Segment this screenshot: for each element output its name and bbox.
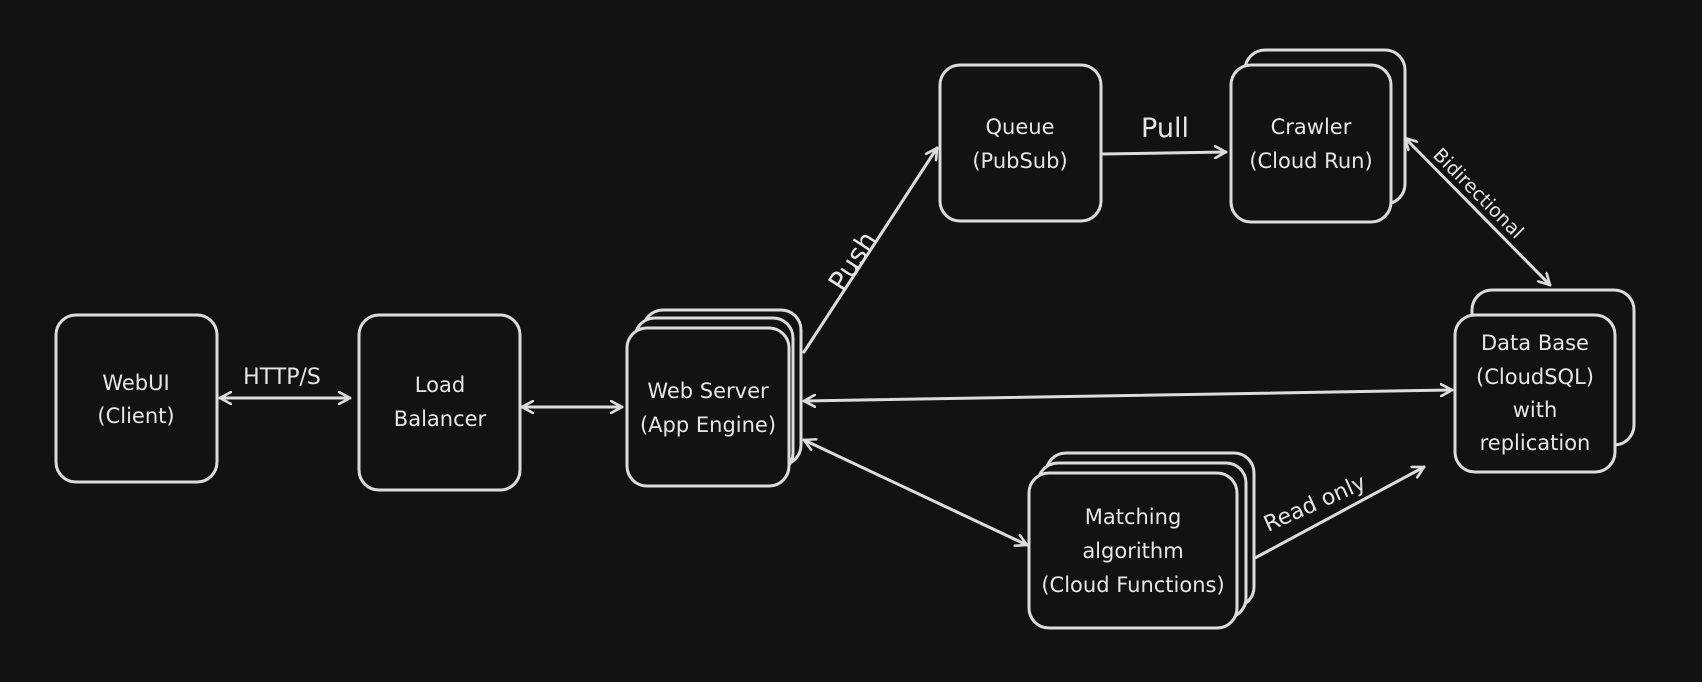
node-queue: Queue (PubSub): [938, 63, 1103, 223]
edge-matching-database: Read only: [1253, 465, 1426, 560]
edge-webserver-database: [802, 390, 1454, 401]
node-database-line-1: Data Base: [1481, 331, 1589, 355]
node-load-balancer: Load Balancer: [357, 313, 522, 492]
node-database-line-4: replication: [1480, 431, 1591, 455]
node-matching-line-1: Matching: [1085, 505, 1182, 529]
node-webui-line-1: WebUI: [102, 371, 169, 395]
edge-label-pull: Pull: [1141, 113, 1189, 144]
node-database-line-3: with: [1513, 398, 1558, 422]
node-load-balancer-line-1: Load: [415, 373, 465, 397]
node-queue-line-1: Queue: [986, 115, 1055, 139]
edge-webserver-matching: [802, 440, 1029, 545]
edge-queue-crawler: Pull: [1100, 113, 1228, 154]
edge-label-http: HTTP/S: [243, 365, 321, 390]
node-load-balancer-line-2: Balancer: [394, 407, 487, 431]
node-web-server-line-1: Web Server: [647, 379, 769, 403]
edge-webui-loadbalancer: HTTP/S: [218, 365, 352, 398]
edge-webserver-queue: Push: [802, 146, 939, 354]
node-web-server-line-2: (App Engine): [640, 413, 776, 437]
edge-crawler-database: Bidirectional: [1403, 136, 1552, 287]
edge-label-push: Push: [823, 226, 884, 297]
node-database-line-2: (CloudSQL): [1476, 365, 1594, 389]
node-crawler-line-2: (Cloud Run): [1249, 149, 1372, 173]
node-database: Data Base (CloudSQL) with replication: [1453, 288, 1636, 474]
node-queue-line-2: (PubSub): [972, 149, 1067, 173]
node-matching-line-3: (Cloud Functions): [1041, 573, 1224, 597]
node-matching-line-2: algorithm: [1082, 539, 1183, 563]
edge-label-bidirectional: Bidirectional: [1428, 144, 1527, 243]
node-crawler: Crawler (Cloud Run): [1229, 48, 1407, 224]
node-webui-line-2: (Client): [97, 404, 174, 428]
node-matching: Matching algorithm (Cloud Functions): [1027, 451, 1256, 630]
node-crawler-line-1: Crawler: [1271, 115, 1352, 139]
node-web-server: Web Server (App Engine): [625, 308, 803, 488]
node-webui: WebUI (Client): [54, 313, 219, 484]
